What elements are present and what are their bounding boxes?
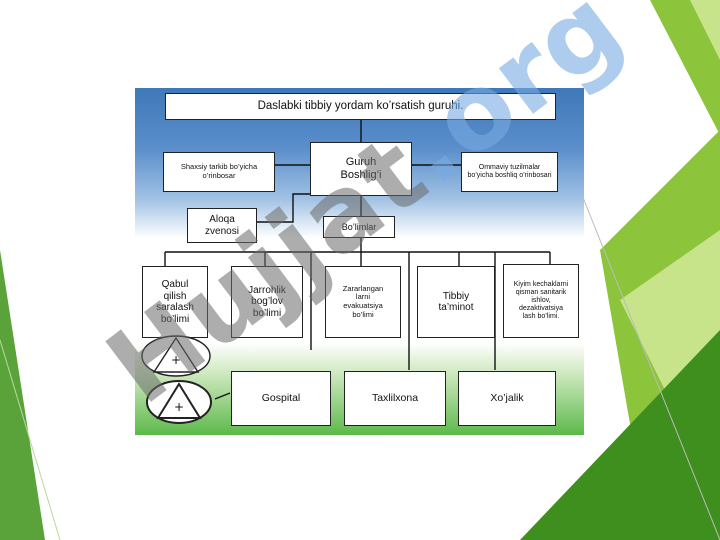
thin-line-left xyxy=(0,339,61,540)
green-shape-left-bottom xyxy=(0,250,45,540)
unit-box-sanitary: Kiyim kechaklarni qisman sanitarik ishlo… xyxy=(503,264,579,338)
unit-box-supply: Tibbiy ta’minot xyxy=(417,266,495,338)
org-chart-panel: Daslabki tibbiy yordam ko’rsatish guruhi… xyxy=(135,88,584,435)
title-box: Daslabki tibbiy yordam ko’rsatish guruhi… xyxy=(165,93,556,120)
bottom-box-laboratory: Taxlilxona xyxy=(344,371,446,426)
svg-text:+: + xyxy=(171,353,181,367)
unit-box-surgery: Jarrohlik bog’lov bo’limi xyxy=(231,266,303,338)
green-shape-right-strip xyxy=(690,0,720,60)
unit-box-evacuation: Zararlangan larni evakuatsiya bo’limi xyxy=(325,266,401,338)
connector-lines xyxy=(164,120,551,400)
green-shape-right-top xyxy=(650,0,720,135)
comm-box: Aloqa zvenosi xyxy=(187,208,257,243)
departments-hub-box: Bo’limlar xyxy=(323,216,395,238)
first-aid-circle-top: + xyxy=(141,335,211,377)
right-deputy-box: Ommaviy tuzilmalar bo’yicha boshliq o’ri… xyxy=(461,152,558,192)
left-deputy-box: Shaxsiy tarkib bo’yicha o’rinbosar xyxy=(163,152,275,192)
thin-line-right xyxy=(579,189,720,540)
bottom-box-household: Xo’jalik xyxy=(458,371,556,426)
svg-text:+: + xyxy=(174,400,184,414)
unit-box-reception: Qabul qilish saralash bo’limi xyxy=(142,266,208,338)
bottom-box-hospital: Gospital xyxy=(231,371,331,426)
leader-box: Guruh Boshlig’i xyxy=(310,142,412,196)
green-shape-right-bottom xyxy=(520,330,720,540)
first-aid-circle-bottom: + xyxy=(146,380,212,424)
